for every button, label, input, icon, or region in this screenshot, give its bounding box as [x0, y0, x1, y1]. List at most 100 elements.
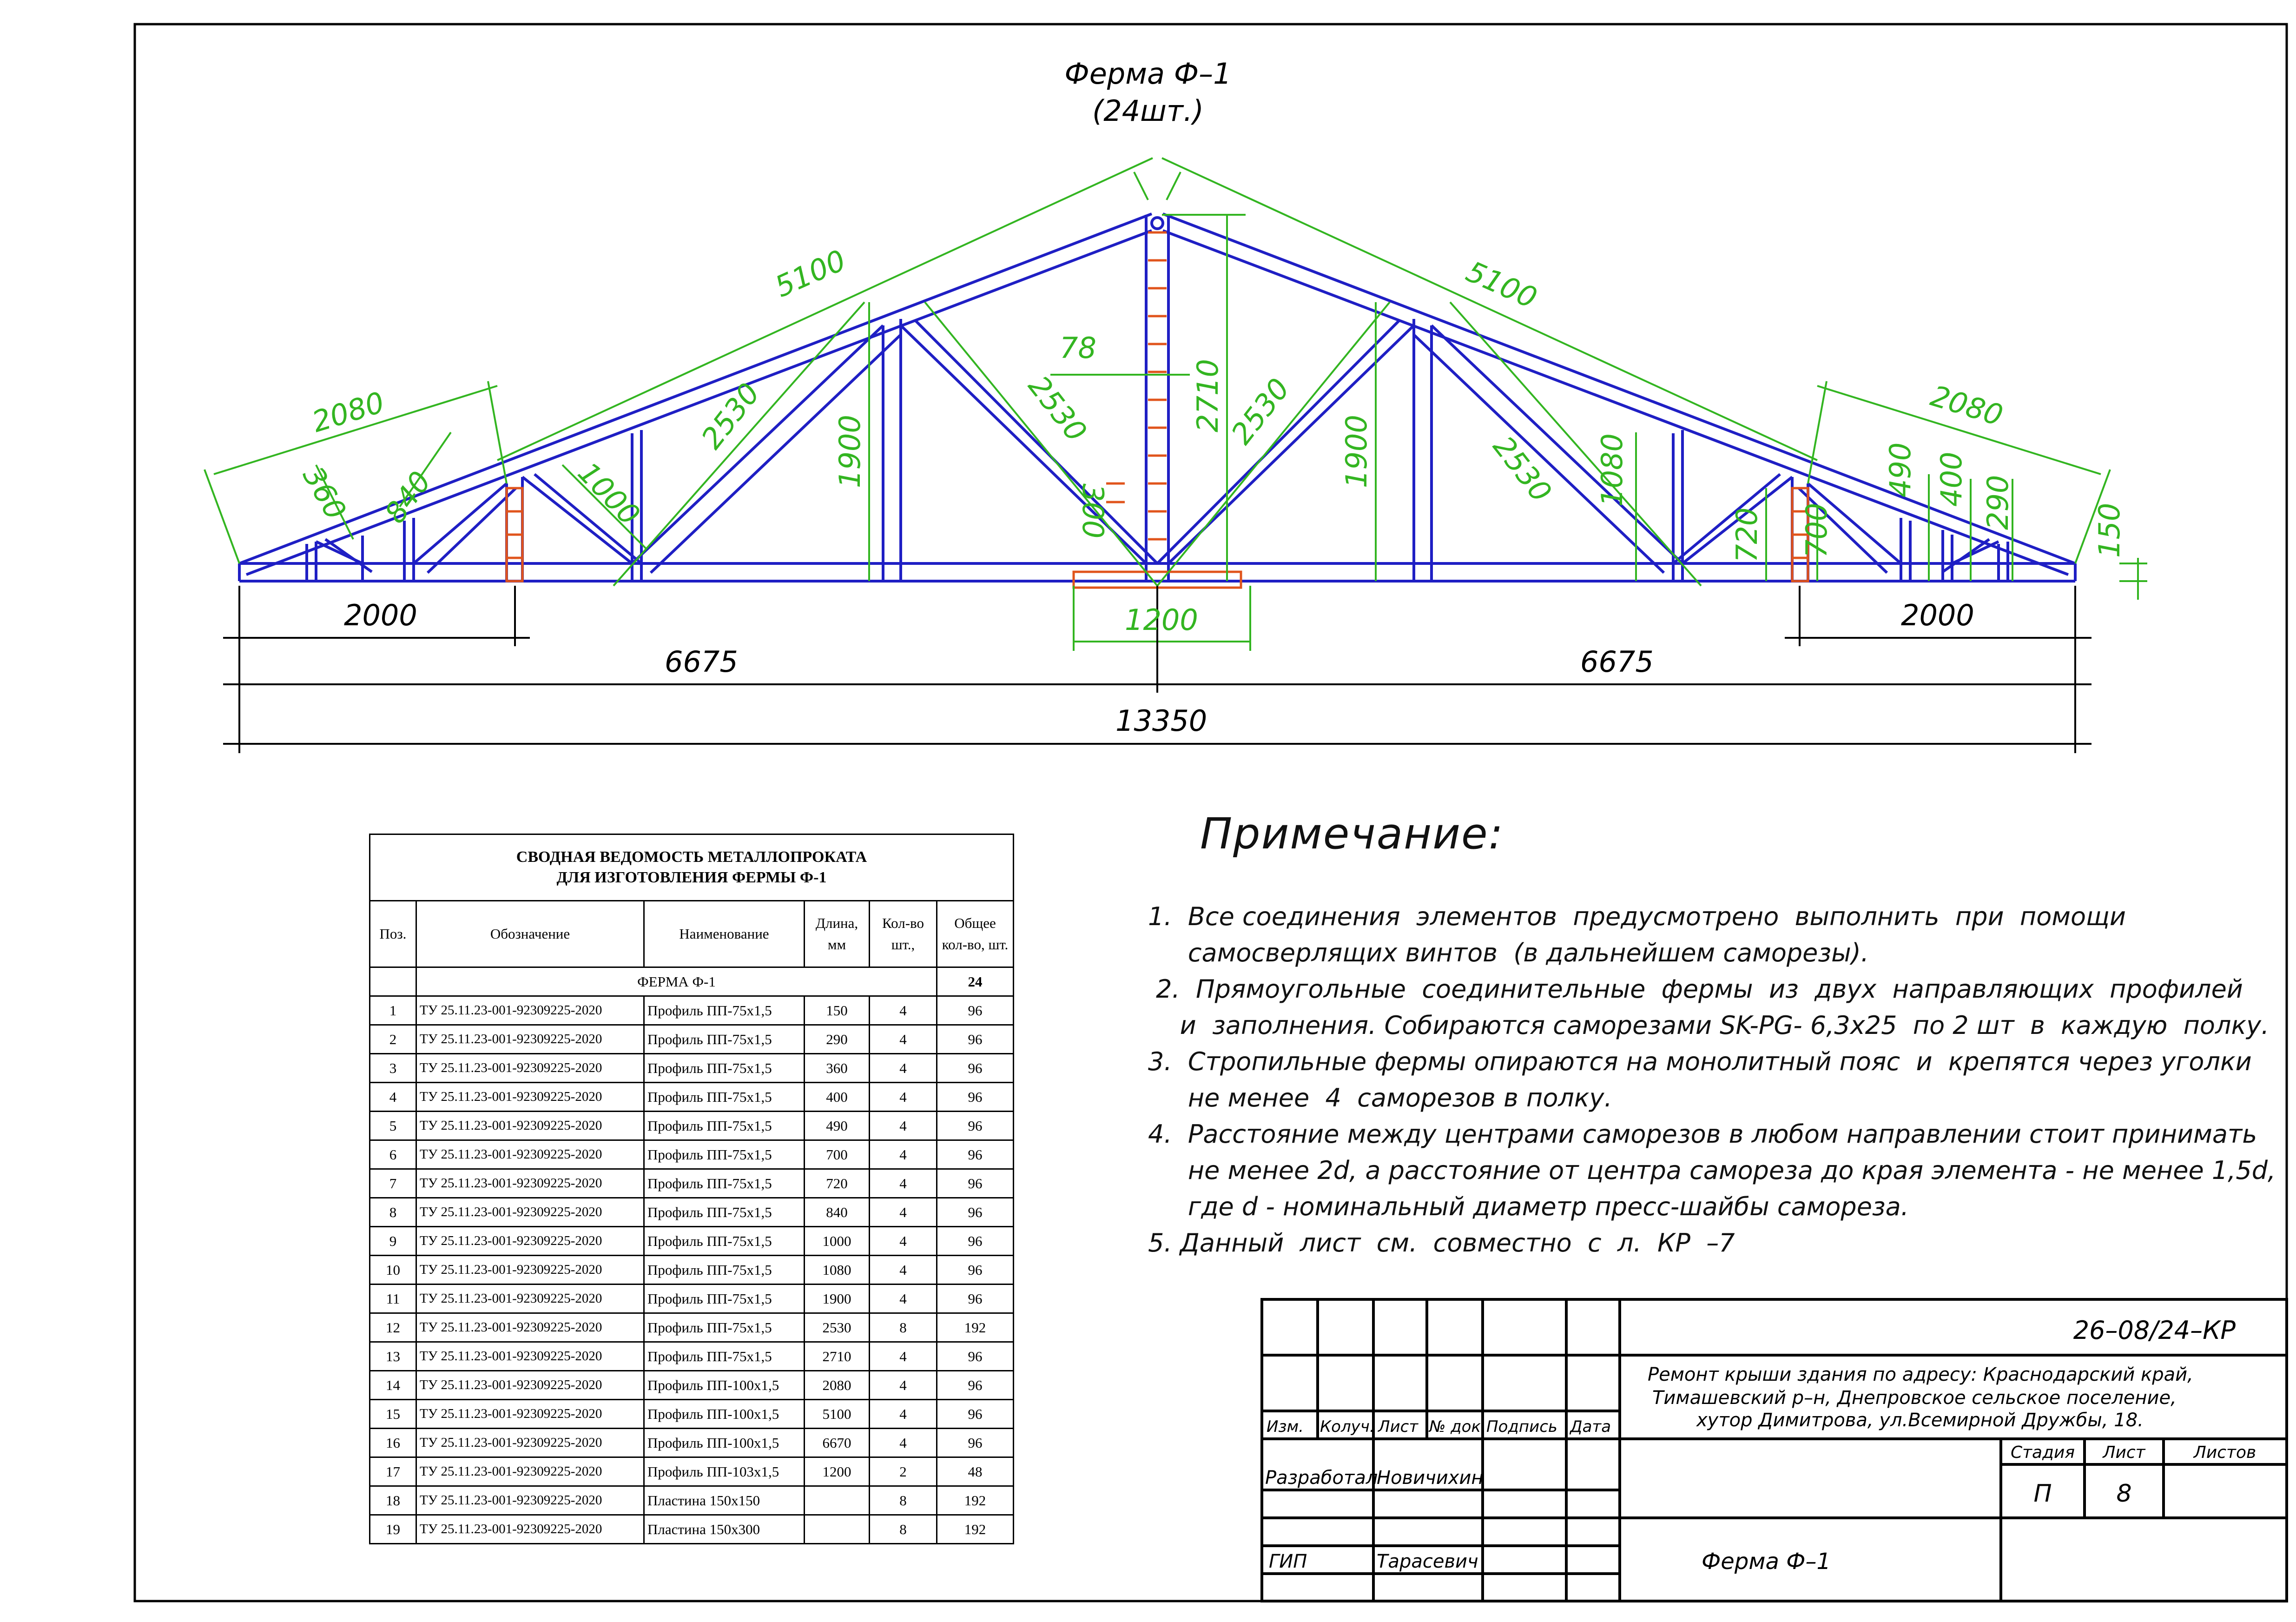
row-code: ТУ 25.11.23-001-92309225-2020	[416, 1139, 645, 1170]
truss-title: Ферма Ф–1	[1064, 57, 1231, 91]
row-code: ТУ 25.11.23-001-92309225-2020	[416, 1514, 645, 1544]
row-pos: 18	[369, 1485, 417, 1516]
row-code: ТУ 25.11.23-001-92309225-2020	[416, 1168, 645, 1198]
row-total: 96	[936, 1197, 1014, 1227]
note-line: 1. Все соединения элементов предусмотрен…	[1148, 902, 2126, 931]
sheet-frame	[133, 23, 2288, 1602]
dim-post-right: 1900	[1339, 415, 1373, 488]
row-name: Профиль ПП-100х1,5	[643, 1428, 805, 1458]
dim-top-left: 5100	[770, 243, 851, 304]
row-qty: 4	[869, 1024, 937, 1054]
row-total: 96	[936, 1168, 1014, 1198]
row-total: 96	[936, 1226, 1014, 1256]
row-pos: 13	[369, 1341, 417, 1371]
dim-1080: 1080	[1595, 433, 1629, 507]
row-qty: 4	[869, 1399, 937, 1429]
row-length: 700	[804, 1139, 870, 1170]
row-name: Пластина 150х300	[643, 1514, 805, 1544]
row-code: ТУ 25.11.23-001-92309225-2020	[416, 1370, 645, 1400]
row-length: 720	[804, 1168, 870, 1198]
col-izm: Изм.	[1267, 1417, 1304, 1436]
row-length: 290	[804, 1024, 870, 1054]
row-qty: 4	[869, 1168, 937, 1198]
dim-eave-left: 2080	[308, 385, 388, 439]
spec-header-row: Поз. Обозначение Наименование Длина, мм …	[369, 900, 1014, 968]
sheet-title: Ферма Ф–1	[1702, 1549, 1831, 1575]
row-total: 96	[936, 1053, 1014, 1083]
row-name: Профиль ПП-75х1,5	[643, 1341, 805, 1371]
dim-post-left: 1900	[833, 415, 867, 488]
sheet-label: Лист	[2102, 1443, 2145, 1462]
stage-label: Стадия	[2011, 1443, 2075, 1462]
header-pos: Поз.	[369, 900, 417, 968]
dimension-labels: 5100 5100 2080 2080 2530 2530 2530 2530 …	[296, 243, 2126, 738]
col-koluch: Колуч.	[1320, 1417, 1375, 1436]
row-pos: 8	[369, 1197, 417, 1227]
row-code: ТУ 25.11.23-001-92309225-2020	[416, 1456, 645, 1487]
row-pos: 14	[369, 1370, 417, 1400]
row-pos: 17	[369, 1456, 417, 1487]
sheet-value: 8	[2116, 1480, 2131, 1508]
dim-150: 150	[2092, 503, 2126, 558]
row-code: ТУ 25.11.23-001-92309225-2020	[416, 1255, 645, 1285]
row-pos: 7	[369, 1168, 417, 1198]
header-length: Длина, мм	[804, 900, 870, 968]
row-code: ТУ 25.11.23-001-92309225-2020	[416, 1111, 645, 1141]
gip-label: ГИП	[1269, 1551, 1307, 1572]
row-total: 192	[936, 1312, 1014, 1343]
row-name: Профиль ПП-75х1,5	[643, 1284, 805, 1314]
dim-half-left: 6675	[665, 645, 738, 679]
row-code: ТУ 25.11.23-001-92309225-2020	[416, 1024, 645, 1054]
dim-720: 720	[1730, 508, 1764, 563]
row-qty: 8	[869, 1312, 937, 1343]
row-code: ТУ 25.11.23-001-92309225-2020	[416, 1053, 645, 1083]
row-code: ТУ 25.11.23-001-92309225-2020	[416, 1312, 645, 1343]
row-qty: 4	[869, 1255, 937, 1285]
row-qty: 8	[869, 1514, 937, 1544]
row-code: ТУ 25.11.23-001-92309225-2020	[416, 1082, 645, 1112]
dim-half-right: 6675	[1580, 645, 1654, 679]
dim-1000: 1000	[571, 456, 647, 532]
row-pos: 3	[369, 1053, 417, 1083]
header-total: Общее кол-во, шт.	[936, 900, 1014, 968]
row-length: 6670	[804, 1428, 870, 1458]
row-code: ТУ 25.11.23-001-92309225-2020	[416, 1485, 645, 1516]
row-pos: 16	[369, 1428, 417, 1458]
row-code: ТУ 25.11.23-001-92309225-2020	[416, 1428, 645, 1458]
note-line: и заполнения. Собираются саморезами SK-P…	[1148, 1011, 2270, 1040]
row-name: Профиль ПП-75х1,5	[643, 1226, 805, 1256]
title-block-text: 26–08/24–КР Ремонт крыши здания по адрес…	[1265, 1316, 2256, 1575]
dim-plate: 1200	[1125, 603, 1198, 637]
note-line: 3. Стропильные фермы опираются на моноли…	[1148, 1047, 2252, 1076]
notes-heading: Примечание:	[1200, 809, 1504, 859]
row-pos: 9	[369, 1226, 417, 1256]
row-qty: 4	[869, 1111, 937, 1141]
row-length: 5100	[804, 1399, 870, 1429]
dim-web-left-outer: 2530	[694, 377, 766, 455]
row-pos: 5	[369, 1111, 417, 1141]
group-total: 24	[936, 967, 1014, 997]
row-total: 96	[936, 1082, 1014, 1112]
spec-title: СВОДНАЯ ВЕДОМОСТЬ МЕТАЛЛОПРОКАТА ДЛЯ ИЗГ…	[369, 834, 1014, 901]
dimension-lines	[204, 157, 2147, 651]
row-total: 96	[936, 1284, 1014, 1314]
row-qty: 4	[869, 1370, 937, 1400]
row-length: 1900	[804, 1284, 870, 1314]
row-name: Профиль ПП-75х1,5	[643, 1197, 805, 1227]
row-pos: 1	[369, 995, 417, 1026]
dim-700: 700	[1800, 503, 1834, 558]
note-line: самосверлящих винтов (в дальнейшем самор…	[1148, 938, 1869, 967]
row-length: 840	[804, 1197, 870, 1227]
note-line: 5. Данный лист см. совместно с л. КР –7	[1148, 1228, 1735, 1258]
row-code: ТУ 25.11.23-001-92309225-2020	[416, 1226, 645, 1256]
row-code: ТУ 25.11.23-001-92309225-2020	[416, 1341, 645, 1371]
